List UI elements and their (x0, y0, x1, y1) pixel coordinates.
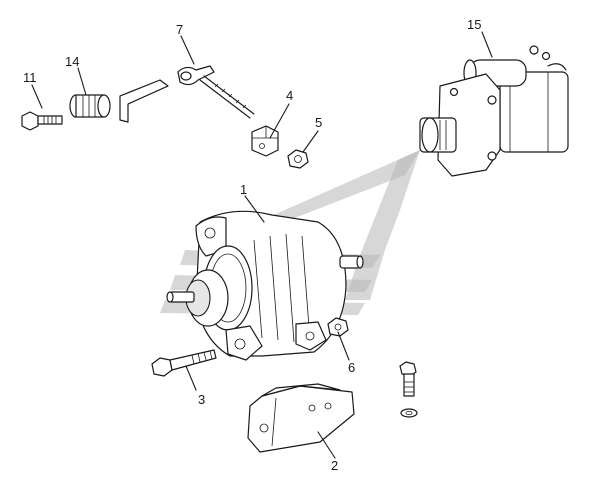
callout-label-1: 1 (240, 182, 247, 197)
adjusting-link-7 (177, 65, 255, 119)
callout-label-4: 4 (286, 88, 293, 103)
nut-6 (327, 317, 349, 337)
mounting-bracket-2 (247, 383, 355, 453)
bolt-with-washer (399, 361, 418, 418)
callout-label-7: 7 (176, 22, 183, 37)
callout-label-14: 14 (65, 54, 79, 69)
leader-lines (31, 31, 493, 459)
callout-label-11: 11 (23, 70, 37, 85)
callout-label-2: 2 (331, 458, 338, 473)
alternator-1 (166, 210, 364, 361)
callout-label-3: 3 (198, 392, 205, 407)
callout-label-5: 5 (315, 115, 322, 130)
starter-motor-15 (419, 45, 569, 177)
clamp-block-4 (251, 125, 279, 157)
callout-label-15: 15 (467, 17, 481, 32)
spacer-14 (69, 94, 111, 118)
nut-5 (287, 149, 309, 169)
callout-labels: 11 14 7 4 5 15 1 6 3 2 (23, 17, 481, 473)
long-bolt-3 (151, 349, 217, 377)
bolt-11 (21, 111, 63, 131)
strap-bracket (119, 79, 169, 123)
callout-label-6: 6 (348, 360, 355, 375)
